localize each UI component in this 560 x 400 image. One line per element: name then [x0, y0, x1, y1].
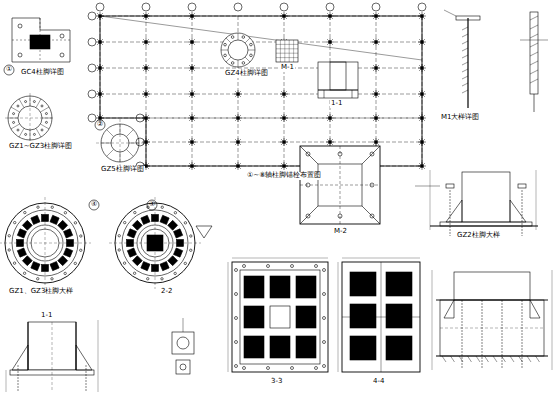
callout-number: ②: [97, 121, 103, 129]
view-title: GZ1、GZ3柱脚大样: [8, 288, 74, 296]
view-title: GC4柱脚详图: [20, 69, 65, 77]
view-title: 4-4: [372, 378, 385, 386]
view-title: M-2: [333, 228, 348, 236]
view-title: GZ1~GZ3柱脚详图: [8, 143, 73, 151]
view-title: GZ4柱脚详图: [224, 70, 269, 78]
view-title: 3-3: [270, 378, 283, 386]
view-title: 2-2: [160, 288, 173, 296]
callout-number: ①: [6, 66, 12, 74]
view-title: M1大样详图: [440, 114, 481, 122]
callout-number: ④: [149, 201, 155, 209]
callout-number: ④: [91, 201, 97, 209]
line-work: [0, 3, 552, 392]
view-title: ①~⑧轴柱脚锚栓布置图: [246, 172, 322, 180]
view-title: GZ5柱脚详图: [100, 166, 145, 174]
view-title: GZ2柱脚大样: [456, 232, 501, 240]
view-title: 1-1: [40, 312, 53, 320]
view-title: M-1: [280, 64, 295, 72]
view-title: 1-1: [330, 100, 343, 108]
